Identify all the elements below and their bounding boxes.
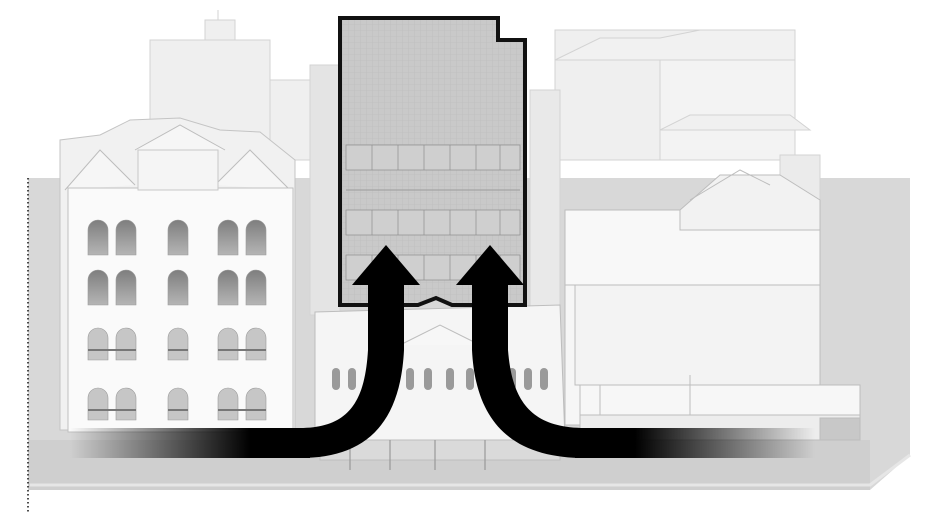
buildings-right bbox=[565, 170, 860, 440]
heritage-building-left bbox=[60, 118, 295, 432]
